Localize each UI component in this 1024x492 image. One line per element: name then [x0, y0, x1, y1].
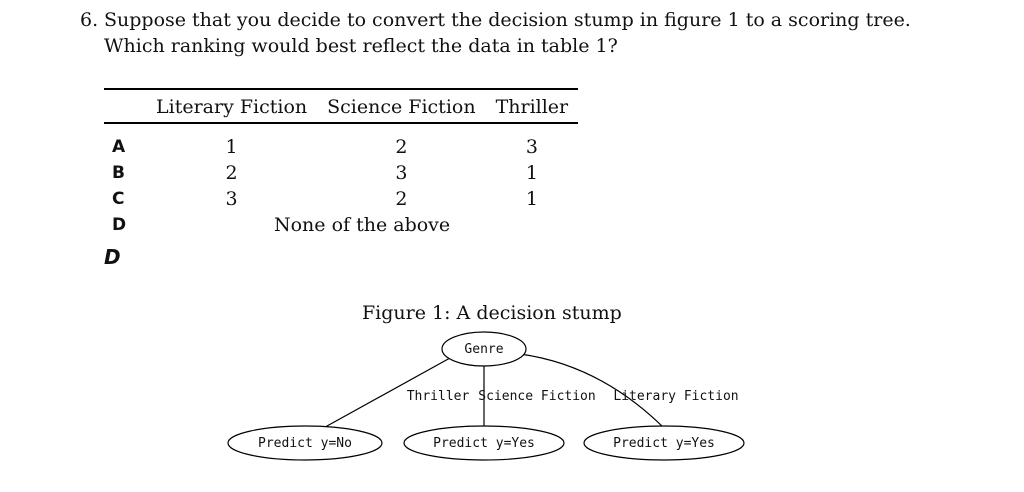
edge-line-literary-fiction: [519, 353, 665, 429]
option-row-a: A 1 2 3: [104, 123, 578, 160]
option-d-text: None of the above: [273, 214, 451, 236]
rank-value: 2: [395, 136, 408, 158]
option-row-c: C 3 2 1: [104, 186, 578, 212]
header-literary-fiction: Literary Fiction: [146, 88, 318, 124]
leaf-label-science-fiction: Predict y=Yes: [433, 436, 535, 451]
leaf-label-literary-fiction: Predict y=Yes: [613, 436, 715, 451]
edge-label-science-fiction: Science Fiction: [478, 389, 595, 404]
option-label: C: [112, 189, 125, 209]
ranking-table: Literary Fiction Science Fiction Thrille…: [104, 88, 579, 238]
root-node: [441, 331, 527, 367]
question-text: Suppose that you decide to convert the d…: [104, 9, 911, 57]
option-label: A: [112, 137, 126, 157]
rank-value: 3: [225, 188, 238, 210]
edge-line-thriller: [317, 357, 451, 432]
header-thriller: Thriller: [485, 88, 579, 124]
figure-caption: Figure 1: A decision stump: [362, 302, 622, 324]
leaf-node-literary-fiction: [583, 425, 745, 461]
rank-value: 3: [395, 162, 408, 184]
rank-value: 2: [225, 162, 238, 184]
option-row-d: D None of the above: [104, 212, 578, 238]
leaf-node-thriller: [227, 425, 383, 461]
rank-value: 1: [525, 162, 538, 184]
edge-label-thriller: Thriller: [407, 389, 470, 404]
rank-value: 1: [225, 136, 238, 158]
rank-value: 2: [395, 188, 408, 210]
edge-label-literary-fiction: Literary Fiction: [613, 389, 738, 404]
rank-value: 1: [525, 188, 538, 210]
option-label: D: [112, 215, 127, 235]
header-blank: [104, 88, 146, 124]
question-number: 6.: [80, 9, 99, 31]
table-header-row: Literary Fiction Science Fiction Thrille…: [104, 88, 579, 124]
root-node-label: Genre: [464, 342, 503, 357]
option-row-b: B 2 3 1: [104, 160, 578, 186]
leaf-node-science-fiction: [403, 425, 565, 461]
rank-value: 3: [525, 136, 538, 158]
header-science-fiction: Science Fiction: [317, 88, 486, 124]
selected-answer: D: [104, 245, 121, 269]
option-label: B: [112, 163, 125, 183]
leaf-label-thriller: Predict y=No: [258, 436, 352, 451]
